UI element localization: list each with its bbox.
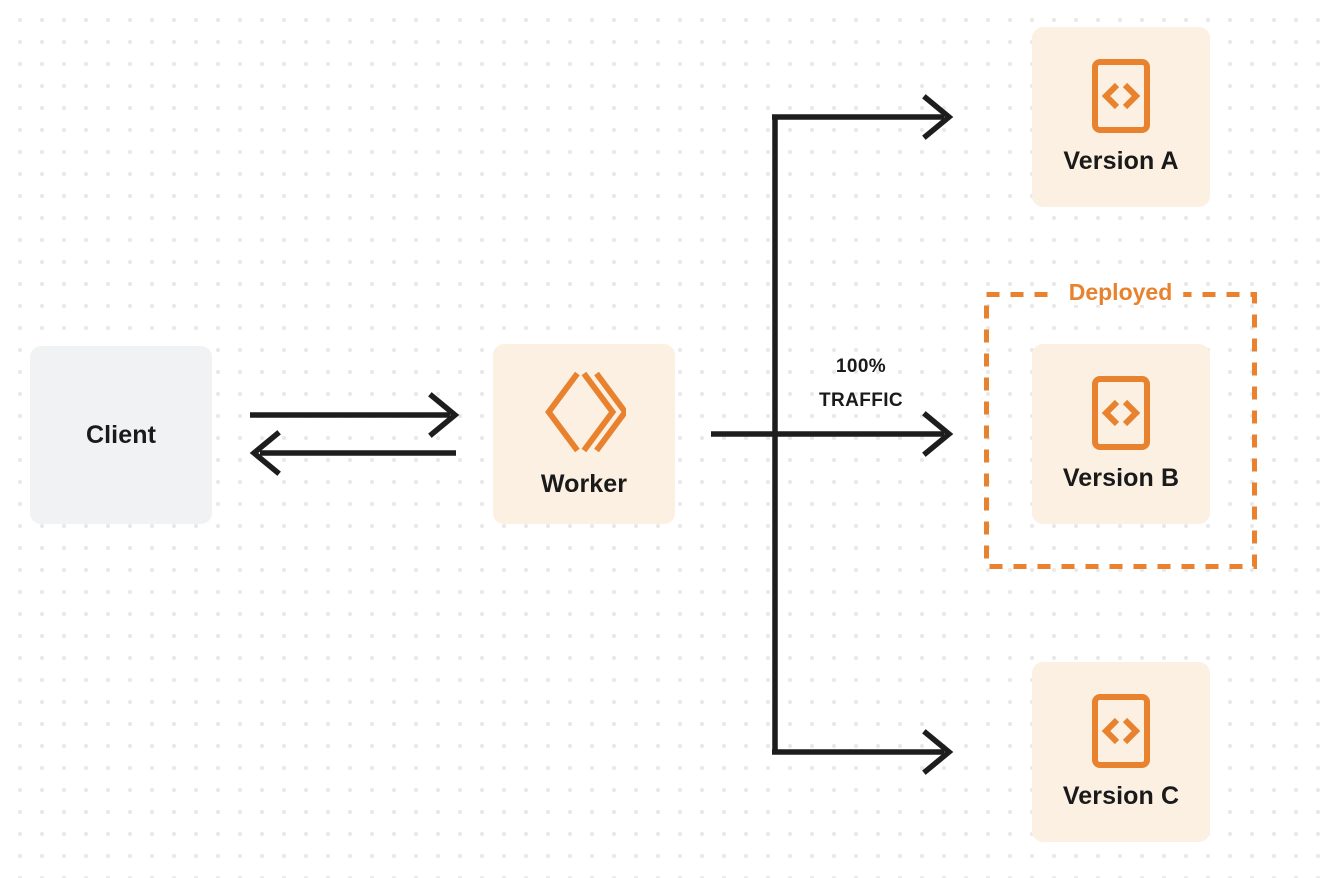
arrowhead-version-b bbox=[922, 411, 954, 457]
group-deployed-label: Deployed bbox=[1057, 279, 1184, 305]
traffic-percent: 100% bbox=[835, 356, 887, 377]
arrowhead-worker-to-client bbox=[249, 430, 281, 476]
node-version-c-label: Version C bbox=[1062, 781, 1180, 810]
node-version-c[interactable]: Version C bbox=[1032, 662, 1210, 842]
group-deployed: Deployed bbox=[984, 279, 1257, 569]
arrowhead-version-a bbox=[922, 94, 954, 140]
node-version-b[interactable]: Version B bbox=[1032, 344, 1210, 524]
traffic-unit: TRAFFIC bbox=[818, 390, 904, 411]
node-version-a[interactable]: Version A bbox=[1032, 27, 1210, 207]
code-brackets-icon bbox=[1092, 58, 1150, 133]
node-client[interactable]: Client bbox=[30, 346, 212, 524]
traffic-label: 100% TRAFFIC bbox=[790, 350, 932, 418]
cloudflare-workers-logo-icon bbox=[542, 370, 626, 454]
node-worker-label: Worker bbox=[540, 469, 628, 498]
arrowhead-version-c bbox=[922, 729, 954, 775]
code-brackets-icon bbox=[1092, 693, 1150, 768]
node-worker[interactable]: Worker bbox=[493, 344, 675, 524]
code-brackets-icon bbox=[1092, 375, 1150, 450]
arrowhead-client-to-worker bbox=[428, 392, 460, 438]
node-version-a-label: Version A bbox=[1063, 146, 1179, 175]
deployed-dashed-border bbox=[984, 292, 1257, 569]
node-client-label: Client bbox=[85, 420, 157, 449]
node-version-b-label: Version B bbox=[1062, 463, 1180, 492]
